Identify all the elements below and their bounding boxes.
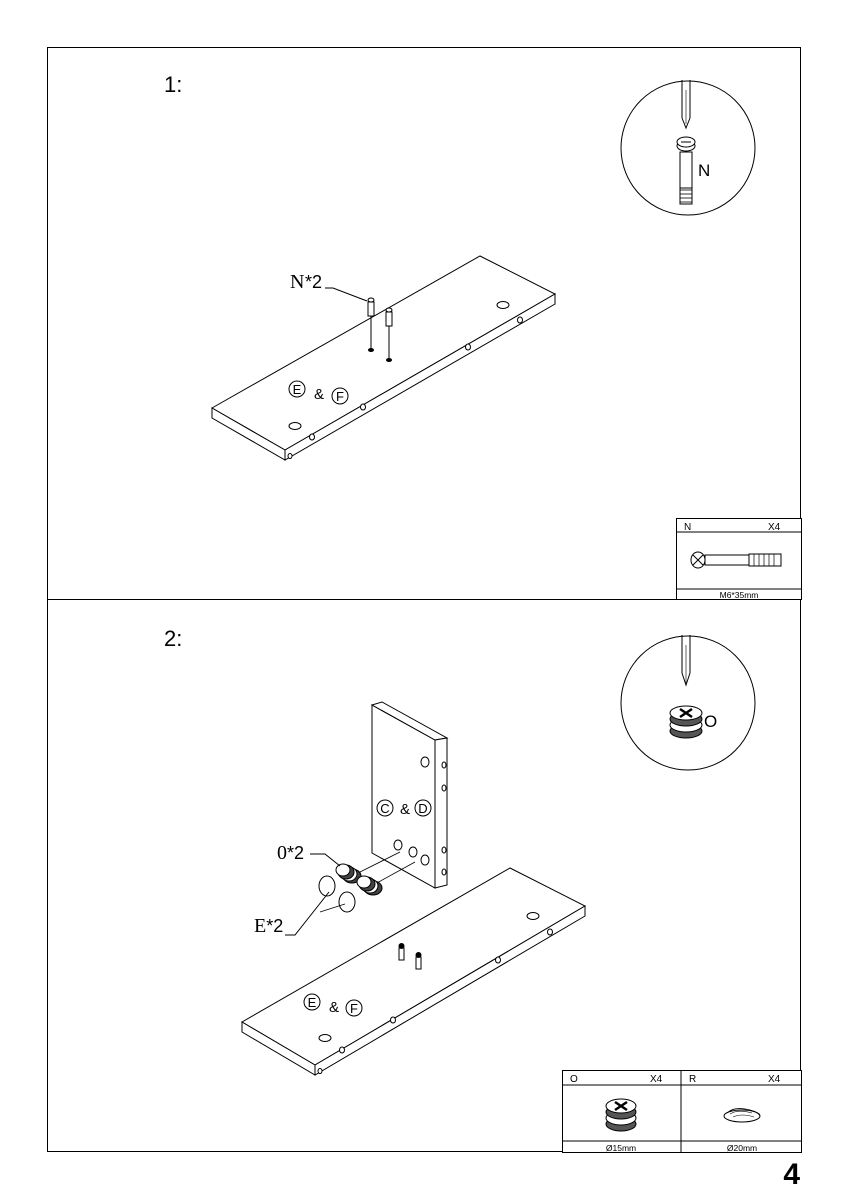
callout-cam-qty: *2 (287, 843, 305, 863)
step-divider (47, 599, 801, 600)
step-2-detail-circle: O (620, 635, 756, 771)
part-amp-base-label: & (329, 999, 339, 1016)
part-f-base-label: F (350, 1001, 358, 1016)
part-c-label: C (380, 801, 389, 816)
callout-cap-qty: *2 (266, 916, 284, 936)
detail-part-o-label: O (704, 712, 717, 731)
callout-n-part: N (290, 271, 304, 293)
bolt-n-icon (690, 551, 782, 569)
callout-n-qty: *2 (305, 272, 322, 292)
step-1-detail-circle: N (620, 80, 756, 216)
part-d-label: D (418, 801, 427, 816)
box-n-size: M6*35mm (720, 590, 759, 600)
part-amp-upright-label: & (400, 801, 410, 818)
step-2-upright-c-d: C & D (370, 701, 449, 889)
callout-cam: 0*2 (277, 842, 304, 865)
cover-cap-icon (318, 875, 356, 913)
part-e-base-label: E (308, 995, 317, 1010)
step-2-board-e-f: E & F (241, 867, 587, 1076)
callout-cap: E*2 (254, 915, 283, 938)
box-o-size: Ø15mm (606, 1143, 636, 1153)
detail-part-n-label: N (698, 161, 710, 180)
cam-lock-icon (335, 863, 383, 896)
page-number: 4 (783, 1158, 800, 1191)
step-2-hardware-boxes: O X4 R X4 Ø15mm Ø20mm (562, 1070, 802, 1153)
step-1-hardware-box-n: N X4 M6*35mm (676, 518, 802, 600)
part-e-label: E (293, 382, 302, 397)
part-amp-label: & (314, 386, 324, 403)
cam-lock-o-icon (605, 1098, 637, 1132)
box-n-letter: N (684, 522, 691, 533)
step-2-cam-and-cap-assembly (285, 851, 416, 936)
box-o-qty: X4 (650, 1074, 663, 1085)
callout-cam-part: 0 (277, 842, 287, 864)
box-o-letter: O (570, 1074, 578, 1085)
callout-cap-part: E (254, 915, 267, 937)
step-2-label: 2: (164, 626, 183, 651)
step-1-callout-n: N *2 (290, 271, 368, 302)
part-f-label: F (336, 389, 344, 404)
box-r-size: Ø20mm (727, 1143, 757, 1153)
box-r-qty: X4 (768, 1074, 781, 1085)
step-1-label: 1: (164, 72, 183, 97)
box-r-letter: R (689, 1074, 696, 1085)
cover-cap-r-icon (723, 1108, 761, 1123)
step-1-board-e-f: E & F (210, 255, 557, 461)
box-n-qty: X4 (768, 522, 781, 533)
